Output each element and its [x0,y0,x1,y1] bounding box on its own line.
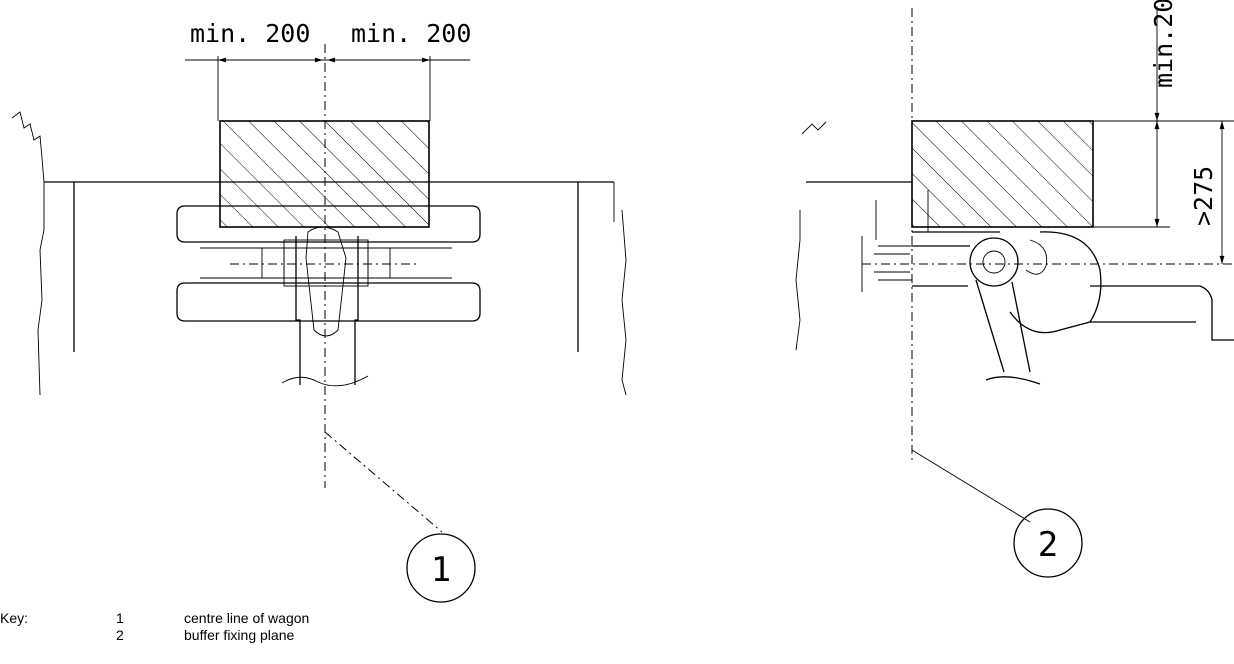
hook-shank [295,236,359,385]
key-label: buffer fixing plane [184,627,295,643]
leader-2 [911,449,1031,523]
hook-body-side [912,231,1102,334]
coupling-body [283,239,369,287]
dimension-top-label: min.200 [1149,0,1178,88]
lower-plate [176,282,481,322]
leader-1 [324,431,443,533]
shank-break [281,375,369,387]
buffer-block [219,120,430,228]
dimension-right-label: min. 200 [351,19,471,48]
key-row-1: Key: 1 centre line of wagon [0,610,700,627]
left-nut [261,247,285,279]
key-title: Key: [0,610,29,626]
dimension-side-label: >275 [1189,166,1218,226]
callout-circle-1 [406,533,476,603]
callout-circle-2 [1013,508,1083,578]
callout-label-1: 1 [431,550,451,590]
key-number: 1 [116,610,124,626]
key-legend: Key: 1 centre line of wagon 2 buffer fix… [0,610,700,644]
left-break-line [11,111,45,396]
buffer-block-side [911,120,1094,228]
buffer-beam-side [1090,285,1234,341]
right-break-line-left-view [621,209,627,396]
pivot-inner [982,250,1006,274]
break-line-right-top [801,121,827,135]
upper-plate [176,205,481,243]
hook-link [305,226,347,337]
right-nut [367,247,391,279]
pivot-outer [969,237,1019,287]
key-label: centre line of wagon [184,610,310,626]
hook-tip [1025,239,1048,275]
left-view: min. 200 min. 200 1 [11,19,627,603]
buffer-stem [874,245,912,281]
dimension-left-label: min. 200 [190,19,310,48]
callout-label-2: 2 [1038,525,1058,565]
key-row-2: 2 buffer fixing plane [0,627,700,644]
key-number: 2 [116,627,124,643]
right-view: min.200 >275 2 [795,0,1234,578]
hook-arm [975,279,1041,385]
left-frame-right-view [795,200,877,351]
